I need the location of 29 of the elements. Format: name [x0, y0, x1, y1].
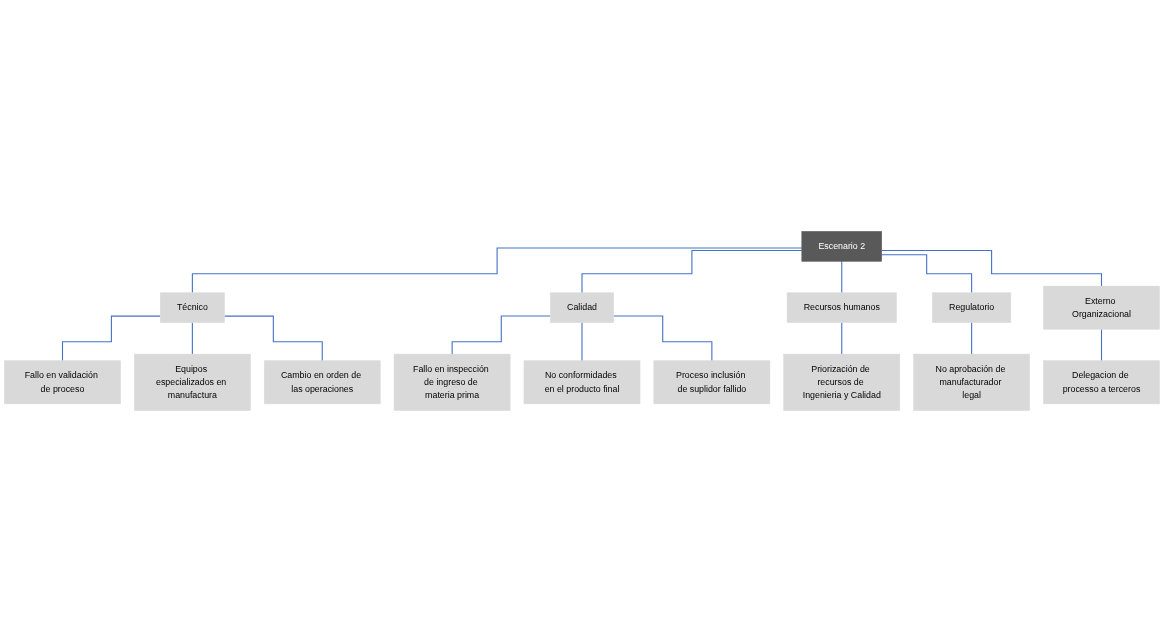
connector [581, 321, 583, 361]
node-box: No conformidades en el producto final [523, 360, 641, 404]
connector [451, 314, 551, 355]
connector [61, 315, 161, 361]
connector [191, 321, 193, 355]
connector [881, 249, 1103, 287]
node-box: Proceso inclusión de suplidor fallido [653, 360, 771, 404]
connector [191, 247, 803, 293]
connector [1100, 328, 1103, 361]
connector [223, 315, 323, 361]
node-box: Técnico [160, 292, 225, 323]
node-box: Priorización de recursos de Ingenieria y Calidad [783, 353, 901, 411]
connector [841, 321, 843, 355]
node-box: Regulatorio [932, 292, 1012, 323]
connector [613, 314, 713, 361]
node-box: Equipos especializados en manufactura [134, 353, 251, 411]
connector [971, 321, 973, 355]
connector [881, 253, 973, 293]
node-box: Cambio en orden de las operaciones [263, 360, 381, 404]
node-box: Fallo en validación de proceso [4, 360, 121, 404]
node-box: No aprobación de manufacturador legal [913, 353, 1030, 411]
node-box: Escenario 2 [801, 230, 882, 262]
node-box: Fallo en inspección de ingreso de materia prima [393, 353, 511, 411]
node-box: Externo Organizacional [1043, 285, 1160, 330]
node-box: Delegacion de processo a terceros [1043, 360, 1160, 404]
connector [841, 260, 843, 293]
node-box: Recursos humanos [786, 292, 897, 323]
node-box: Calidad [550, 292, 614, 323]
connector [581, 249, 803, 293]
